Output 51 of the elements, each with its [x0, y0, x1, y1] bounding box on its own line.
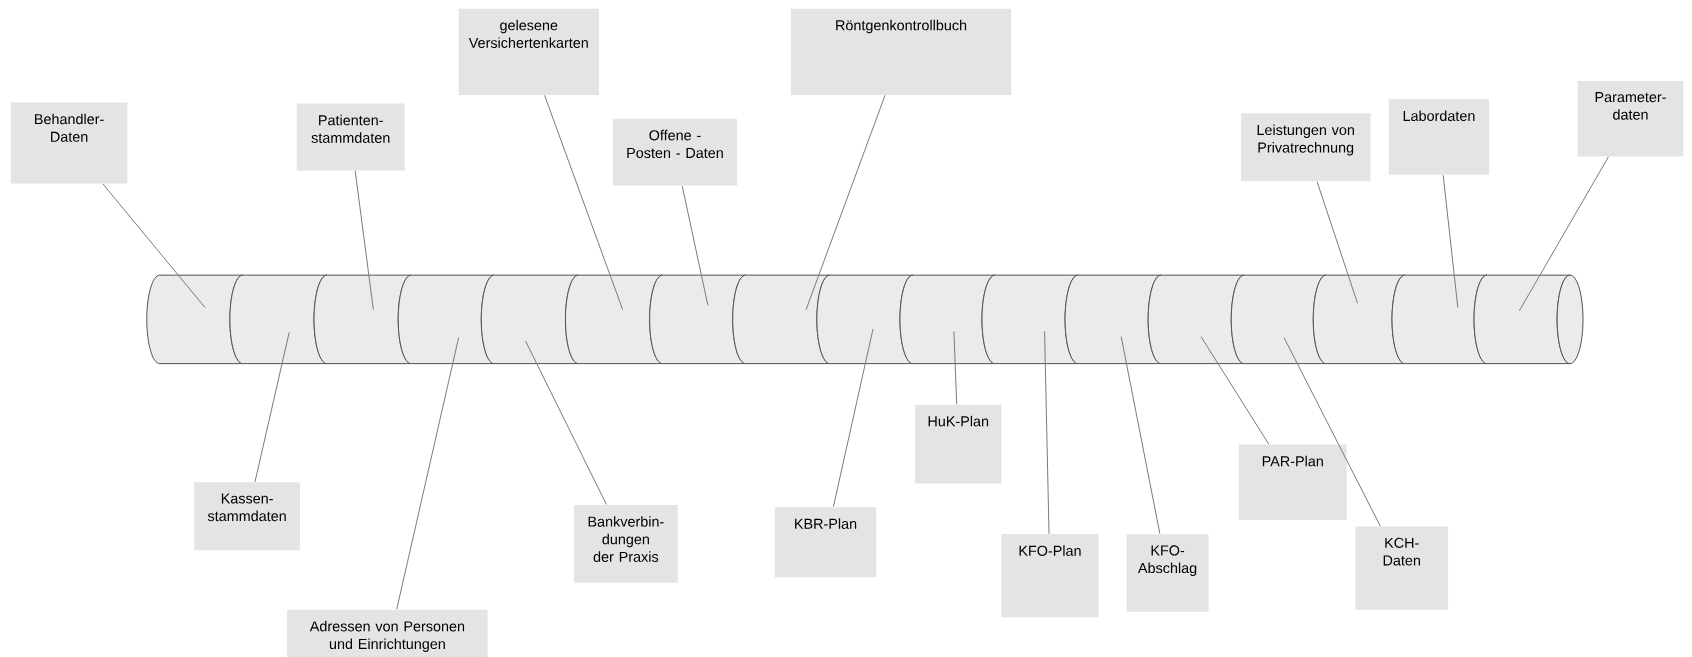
label-box: PAR-Plan	[1238, 444, 1347, 521]
label-box: Labordaten	[1388, 99, 1490, 175]
pipe-segment	[981, 274, 1079, 365]
label-box: Parameter- daten	[1577, 80, 1684, 157]
leader-line	[354, 170, 374, 311]
pipe-segment	[899, 274, 996, 365]
label-box: HuK-Plan	[915, 404, 1002, 484]
leader-line	[805, 94, 886, 311]
label-box: gelesene Versichertenkarten	[458, 8, 599, 95]
leader-line	[1044, 330, 1050, 535]
pipe-segment	[1473, 274, 1584, 365]
pipe-segment	[146, 274, 244, 365]
leader-line	[953, 330, 958, 405]
label-box: Behandler- Daten	[10, 102, 128, 184]
label-box: Röntgenkontrollbuch	[791, 8, 1012, 95]
leader-line	[1200, 336, 1270, 445]
leader-line	[254, 331, 290, 483]
pipe-segment	[1391, 274, 1488, 365]
label-box: Adressen von Personen und Einrichtungen	[287, 609, 488, 657]
leader-line	[396, 337, 460, 610]
pipe-segment	[1064, 274, 1162, 365]
leader-line	[102, 183, 206, 308]
leader-line	[1120, 336, 1161, 535]
leader-line	[832, 328, 874, 508]
pipe-segment	[1147, 274, 1245, 365]
pipe-segment	[313, 274, 412, 365]
leader-line	[1442, 174, 1459, 308]
label-box: Leistungen von Privatrechnung	[1240, 113, 1371, 182]
label-box: KFO- Abschlag	[1126, 534, 1209, 612]
pipe-segment	[732, 274, 831, 365]
label-box: KBR-Plan	[774, 507, 877, 578]
pipe-segment	[397, 274, 495, 365]
label-box: Patienten- stammdaten	[296, 103, 405, 171]
leader-line	[681, 185, 709, 306]
leader-line	[525, 340, 607, 506]
label-box: KFO-Plan	[1001, 534, 1099, 618]
leader-line	[1518, 156, 1609, 312]
pipe-segment	[564, 274, 664, 365]
leader-line	[544, 94, 624, 311]
label-box: KCH- Daten	[1355, 526, 1449, 610]
leader-line	[1283, 337, 1381, 527]
pipe-segment	[1312, 274, 1406, 365]
leader-line	[1316, 181, 1358, 304]
pipe-segment	[816, 274, 914, 365]
label-box: Kassen- stammdaten	[194, 482, 300, 551]
label-box: Offene - Posten - Daten	[612, 118, 737, 186]
pipe-segment	[480, 274, 579, 365]
pipe-segment	[649, 274, 747, 365]
pipe-segment	[1230, 274, 1327, 365]
pipe-segment	[229, 274, 328, 365]
label-box: Bankverbin- dungen der Praxis	[574, 504, 678, 583]
